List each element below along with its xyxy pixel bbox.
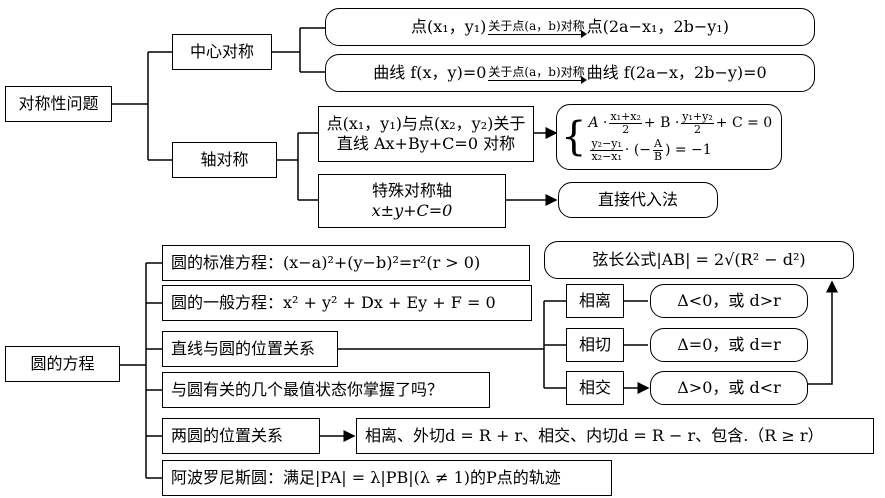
conn-axis-branch <box>277 132 318 201</box>
conn-line-circle <box>338 300 566 389</box>
conn-relations <box>624 300 648 388</box>
node-special-axis: 特殊对称轴 x±y+C=0 <box>318 174 506 228</box>
conn-root-branch <box>112 51 172 161</box>
center-point-from: 点(x₁，y₁) <box>411 17 487 36</box>
center-curve-to: 曲线 f(2a−x，2b−y)=0 <box>586 63 767 82</box>
root-symmetry: 对称性问题 <box>5 86 112 122</box>
node-general-equation: 圆的一般方程：x² + y² + Dx + Ey + F = 0 <box>162 285 532 321</box>
relation-name-separate: 相离 <box>566 284 624 318</box>
node-standard-equation: 圆的标准方程：(x−a)²+(y−b)²=r²(r > 0) <box>162 245 530 281</box>
center-point-to: 点(2a−x₁，2b−y₁) <box>586 17 729 36</box>
center-curve-arrow-label: 关于点(a，b)对称 <box>488 65 585 79</box>
conn-chord <box>808 280 838 385</box>
node-line-circle-relation: 直线与圆的位置关系 <box>162 331 338 367</box>
node-center-symmetry: 中心对称 <box>172 34 272 70</box>
axis-points-line2: 直线 Ax+By+C=0 对称 <box>336 134 516 153</box>
node-axis-points: 点(x₁，y₁)与点(x₂，y₂)关于 直线 Ax+By+C=0 对称 <box>318 106 534 162</box>
relation-cond-intersect: Δ>0，或 d<r <box>650 371 808 405</box>
node-center-curve: 曲线 f(x，y)=0 关于点(a，b)对称 曲线 f(2a−x，2b−y)=0 <box>325 54 815 92</box>
center-point-arrow-label: 关于点(a，b)对称 <box>488 19 585 33</box>
node-axis-symmetry: 轴对称 <box>172 142 277 178</box>
system-brace: { <box>561 114 587 160</box>
node-chord-length: 弦长公式|AB| = 2√(R² − d²) <box>544 241 854 279</box>
node-extremes: 与圆有关的几个最值状态你掌握了吗？ <box>162 372 490 408</box>
node-direct-substitution: 直接代入法 <box>558 182 718 218</box>
relation-name-tangent: 相切 <box>566 328 624 362</box>
conn-circle-root <box>120 262 162 479</box>
center-point-arrow: 关于点(a，b)对称 <box>488 19 587 38</box>
relation-cond-separate: Δ<0，或 d>r <box>650 284 808 318</box>
special-axis-line2: x±y+C=0 <box>371 201 453 220</box>
node-center-point: 点(x₁，y₁) 关于点(a，b)对称 点(2a−x₁，2b−y₁) <box>325 8 815 46</box>
root-circle-equation: 圆的方程 <box>5 346 120 382</box>
relation-name-intersect: 相交 <box>566 371 624 405</box>
center-curve-arrow: 关于点(a，b)对称 <box>488 65 587 84</box>
conn-center-branch <box>272 27 325 73</box>
special-axis-line1: 特殊对称轴 <box>371 181 452 200</box>
axis-points-line1: 点(x₁，y₁)与点(x₂，y₂)关于 <box>326 114 526 133</box>
node-two-circles: 两圆的位置关系 <box>162 418 320 454</box>
center-curve-from: 曲线 f(x，y)=0 <box>373 63 487 82</box>
node-apollonius: 阿波罗尼斯圆：满足|PA| = λ|PB|(λ ≠ 1)的P点的轨迹 <box>162 460 612 496</box>
relation-cond-tangent: Δ=0，或 d=r <box>650 328 808 362</box>
node-two-circles-detail: 相离、外切d = R + r、相交、内切d = R − r、包含.（R ≥ r） <box>356 418 874 454</box>
